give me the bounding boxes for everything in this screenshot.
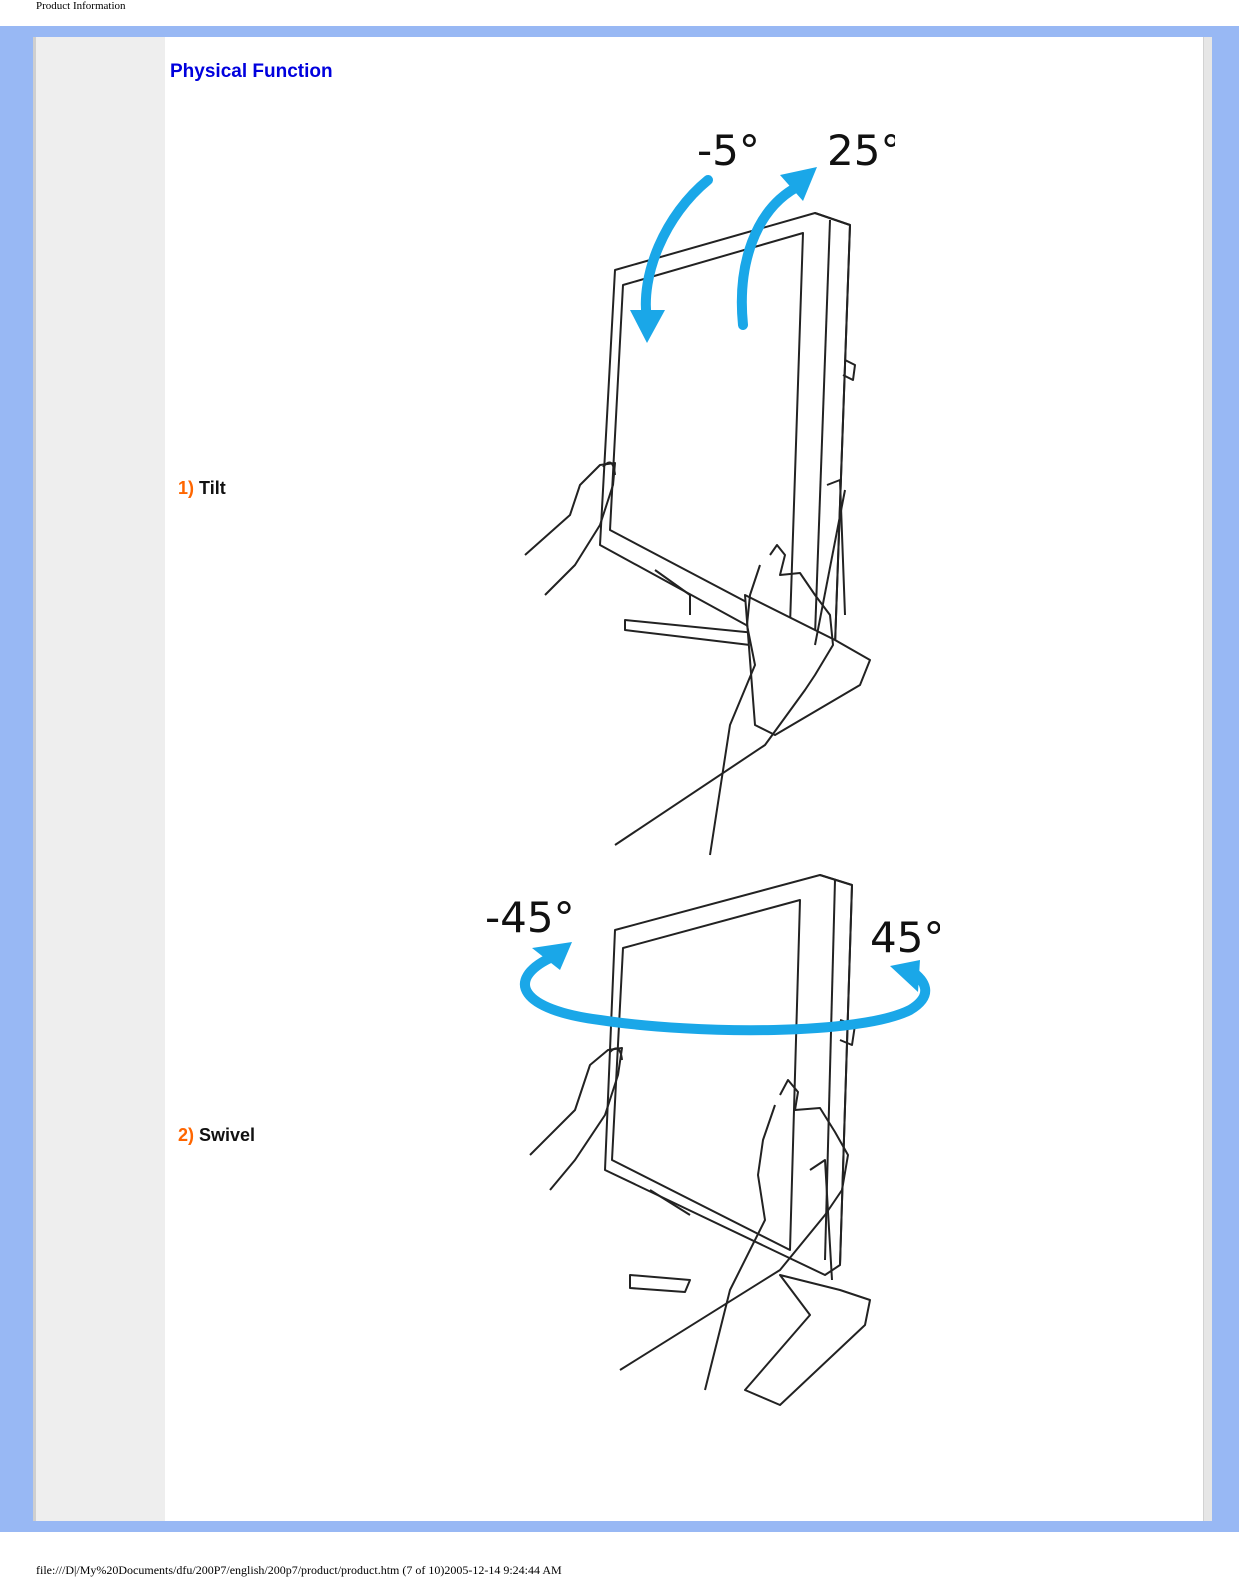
item-tilt: 1) Tilt <box>178 478 226 499</box>
item-tilt-number: 1) <box>178 478 195 498</box>
item-swivel: 2) Swivel <box>178 1125 255 1146</box>
left-margin-column <box>36 37 165 1521</box>
item-swivel-number: 2) <box>178 1125 195 1145</box>
print-header: Product Information <box>36 0 126 12</box>
monitor-swivel-illustration: -45° 45° <box>485 874 940 1406</box>
right-scroll-edge <box>1203 37 1212 1521</box>
item-swivel-label: Swivel <box>199 1125 256 1145</box>
tilt-angle-back: -5° <box>697 126 760 175</box>
section-title: Physical Function <box>170 61 333 82</box>
monitor-tilt-illustration: -5° 25° <box>524 126 895 856</box>
print-footer: file:///D|/My%20Documents/dfu/200P7/engl… <box>36 1563 562 1577</box>
swivel-angle-left: -45° <box>485 893 575 942</box>
item-tilt-label: Tilt <box>199 478 226 498</box>
tilt-angle-forward: 25° <box>827 126 895 175</box>
swivel-angle-right: 45° <box>870 913 940 962</box>
